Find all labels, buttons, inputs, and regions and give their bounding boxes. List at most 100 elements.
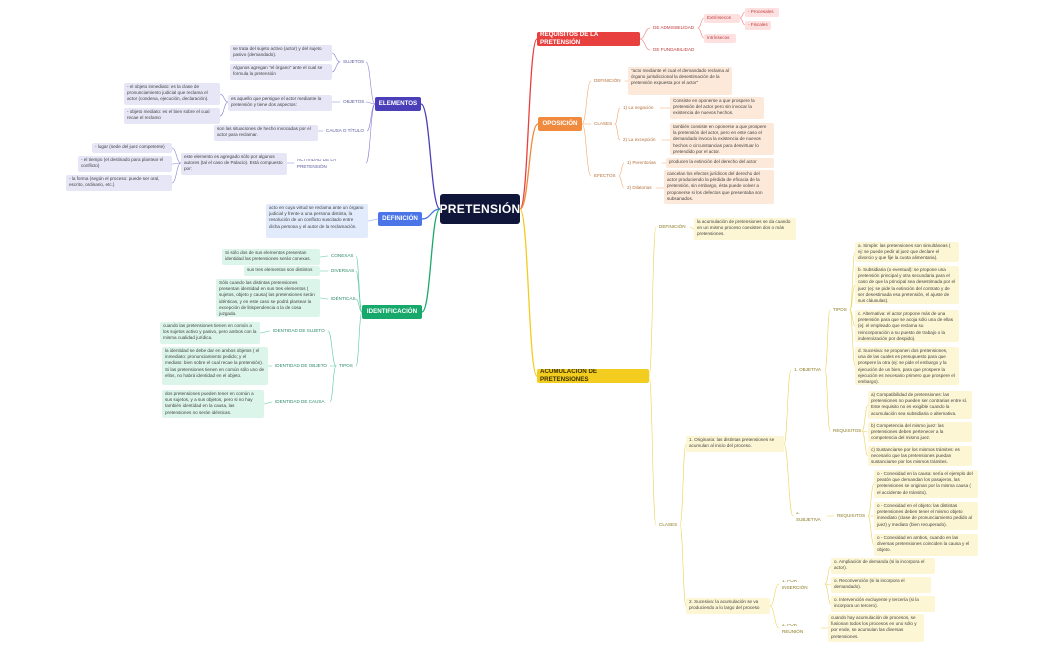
- negacion-text[interactable]: Consiste en oponerse a que prospere la p…: [670, 97, 764, 119]
- actividad-lugar[interactable]: - lugar (sede del juez competente): [92, 143, 172, 153]
- objetiva-label[interactable]: 1. OBJETIVA: [794, 367, 821, 373]
- objetos-inmediato[interactable]: - el objeto inmediato: es la clase de pr…: [124, 83, 220, 105]
- edge-extrinsecos: [697, 17, 705, 29]
- oposicion-definicion-label[interactable]: DEFINICIÓN: [594, 78, 621, 84]
- edge-dilatorias: [618, 175, 625, 189]
- tipo-alternativa[interactable]: c. Alternativa: el actor propone más de …: [855, 310, 959, 342]
- edge-conexas: [355, 255, 363, 313]
- oposicion-efectos-label[interactable]: EFECTOS: [594, 173, 616, 179]
- acumulacion-definicion-text[interactable]: la acumulación de pretensiones se da cua…: [694, 218, 796, 240]
- edge-tipo-d: [849, 309, 856, 367]
- requisito-tramites[interactable]: c) Sustanciarse por los mismos trámites:…: [868, 446, 972, 466]
- subjetiva-conexidad-causa[interactable]: o - Conexidad en la causa: sería el ejem…: [874, 470, 978, 498]
- reunion-label[interactable]: 2. POR REUNIÓN: [782, 624, 804, 633]
- edge-sujetos-2: [331, 61, 341, 73]
- diversas-label[interactable]: DIVERSAS: [331, 268, 355, 274]
- excepcion-text[interactable]: también consiste en oponerse a que prosp…: [670, 123, 774, 155]
- edge-reunion: [769, 605, 780, 629]
- oposicion-branch[interactable]: OPOSICIÓN: [538, 117, 582, 131]
- perentorias-label[interactable]: 1) Perentorias: [627, 160, 656, 166]
- objetos-mediato[interactable]: - objeto mediato: es el bien sobre el cu…: [124, 108, 220, 124]
- procesales-node[interactable]: - Procesales: [745, 8, 779, 17]
- objetos-text[interactable]: es aquello que persigue el actor mediant…: [228, 95, 332, 111]
- excepcion-label[interactable]: 2) La excepción: [623, 137, 656, 143]
- originaria-node[interactable]: 1. Originaria: las distintas pretensione…: [686, 436, 784, 452]
- oposicion-clases-label[interactable]: CLASES: [594, 121, 613, 127]
- identidad-objeto-text[interactable]: la identidad se debe dar en ambos objeto…: [162, 347, 268, 385]
- dilatorias-label[interactable]: 2) Dilatorias: [627, 185, 652, 191]
- edge-req-b: [861, 430, 869, 433]
- insercion-ampliacion[interactable]: o. Ampliación de demanda (si la incorpor…: [831, 558, 935, 574]
- edge-ac-def-text: [689, 226, 695, 230]
- actividad-text[interactable]: este elemento es agregado sólo por algun…: [181, 153, 287, 175]
- identidad-causa-text[interactable]: dos pretensiones pueden tener en común a…: [162, 390, 264, 418]
- identicas-text[interactable]: Sólo cuando las distintas pretensiones p…: [216, 279, 320, 317]
- tipo-sucesiva[interactable]: d. Sucesiva: se proponen dos pretensione…: [855, 347, 959, 385]
- edge-originaria: [679, 443, 687, 526]
- elementos-branch[interactable]: ELEMENTOS: [375, 97, 421, 111]
- reunion-text[interactable]: cuando hay acumulación de procesos, se f…: [828, 614, 924, 642]
- fiscales-node[interactable]: - Fiscales: [745, 21, 771, 30]
- admisibilidad-node[interactable]: DE ADMISIBILIDAD: [653, 25, 695, 31]
- edge-ac-clases: [648, 375, 657, 526]
- edge-diversas: [355, 270, 363, 313]
- objetiva-tipos-label[interactable]: TIPOS: [833, 307, 847, 313]
- requisitos-branch[interactable]: REQUISITOS DE LA PRETENSIÓN: [537, 32, 640, 46]
- edge-requisitos: [519, 38, 538, 210]
- actividad-forma[interactable]: - la forma (según el proceso: puede ser …: [66, 175, 172, 191]
- causa-titulo-text[interactable]: son las situaciones de hecho invocadas p…: [214, 125, 318, 141]
- identidad-objeto-label[interactable]: IDENTIDAD DE OBJETO: [275, 363, 327, 369]
- identicas-label[interactable]: IDÉNTICAS: [331, 296, 356, 302]
- definicion-text[interactable]: acto en cuya virtud se reclama ante un ó…: [266, 204, 368, 238]
- objetos-label[interactable]: OBJETOS: [343, 99, 365, 105]
- edge-tipo-c: [849, 309, 856, 327]
- diversas-text[interactable]: sus tres elementos son distintos: [244, 266, 320, 276]
- edge-req-a: [861, 404, 869, 432]
- sujetos-text-1[interactable]: se trata del sujeto activo (actor) y del…: [230, 45, 332, 61]
- oposicion-definicion-text[interactable]: "acto mediante el cual el demandado recl…: [628, 67, 732, 95]
- identidad-sujeto-label[interactable]: IDENTIDAD DE SUJETO: [273, 328, 325, 334]
- edge-ins-3: [824, 583, 832, 605]
- insercion-reconvencion[interactable]: o. Reconvención (si la incorpora el dema…: [831, 577, 931, 593]
- actividad-tiempo[interactable]: - el tiempo (el destinado para plantear …: [78, 156, 172, 172]
- intrinsecos-node[interactable]: Intrínsecos: [704, 34, 736, 43]
- central-topic[interactable]: PRETENSIÓN: [440, 194, 520, 224]
- subjetiva-requisitos-label[interactable]: REQUISITOS: [837, 513, 866, 519]
- edge-objetos-b: [219, 101, 229, 117]
- tipo-subsidiaria[interactable]: b. Subsidiaria (o eventual): se propone …: [855, 266, 959, 304]
- conexas-text[interactable]: Si sólo dos de sus elementos presentan i…: [222, 249, 320, 265]
- subjetiva-label[interactable]: 2. SUBJETIVA: [796, 512, 821, 521]
- tipos-label[interactable]: TIPOS: [339, 363, 353, 369]
- perentorias-text[interactable]: producen la extinción del derecho del ac…: [666, 158, 774, 168]
- identidad-sujeto-text[interactable]: cuando las pretensiones tienen en común …: [160, 322, 260, 344]
- edge-identificacion: [421, 208, 441, 313]
- extrinsecos-node[interactable]: Extrínsecos: [704, 14, 740, 23]
- subjetiva-conexidad-objeto[interactable]: o - Conexidad en el objeto: las distinta…: [874, 502, 978, 530]
- edge-actividad: [365, 103, 376, 164]
- actividad-label[interactable]: ACTIVIDAD DE LA PRETENSIÓN: [297, 159, 336, 168]
- requisito-compatibilidad[interactable]: a) Compatibilidad de pretensiones: las p…: [868, 391, 972, 419]
- definicion-branch[interactable]: DEFINICIÓN: [378, 212, 422, 226]
- conexas-label[interactable]: CONEXAS: [331, 253, 354, 259]
- sucesiva-node[interactable]: 2. Sucesiva: la acumulación se va produc…: [686, 598, 770, 614]
- sujetos-text-2[interactable]: Algunos agregan "el órgano" ante el cual…: [230, 64, 332, 80]
- tipo-simple[interactable]: a. Simple: las pretensiones son simultán…: [855, 242, 959, 262]
- edge-objetos: [365, 101, 376, 105]
- negacion-label[interactable]: 1) La negación: [623, 105, 654, 111]
- subjetiva-conexidad-ambos[interactable]: o - Conexidad en ambos, cuando en las di…: [874, 534, 978, 556]
- dilatorias-text[interactable]: cancelan los efectos jurídicos del derec…: [664, 170, 774, 204]
- insercion-intervencion[interactable]: o. Intervención excluyente y tercería (s…: [831, 596, 935, 612]
- objetiva-requisitos-label[interactable]: REQUISITOS: [833, 428, 862, 434]
- acumulacion-clases-label[interactable]: CLASES: [659, 522, 678, 528]
- requisito-competencia[interactable]: b) Competencia del mismo juez: las prete…: [868, 422, 972, 442]
- causa-titulo-label[interactable]: CAUSA O TÍTULO: [326, 128, 364, 134]
- identidad-causa-label[interactable]: IDENTIDAD DE CAUSA: [275, 399, 325, 405]
- edge-ins-2: [824, 583, 832, 586]
- fundabilidad-node[interactable]: DE FUNDABILIDAD: [653, 47, 695, 53]
- sujetos-label[interactable]: SUJETOS: [343, 59, 365, 65]
- acumulacion-branch[interactable]: ACUMULACIÓN DE PRETENSIONES: [537, 369, 649, 383]
- identificacion-branch[interactable]: IDENTIFICACIÓN: [362, 305, 422, 319]
- insercion-label[interactable]: 1. POR INSERCIÓN: [782, 580, 808, 589]
- edge-sucesiva: [679, 524, 687, 607]
- acumulacion-definicion-label[interactable]: DEFINICIÓN: [659, 224, 686, 230]
